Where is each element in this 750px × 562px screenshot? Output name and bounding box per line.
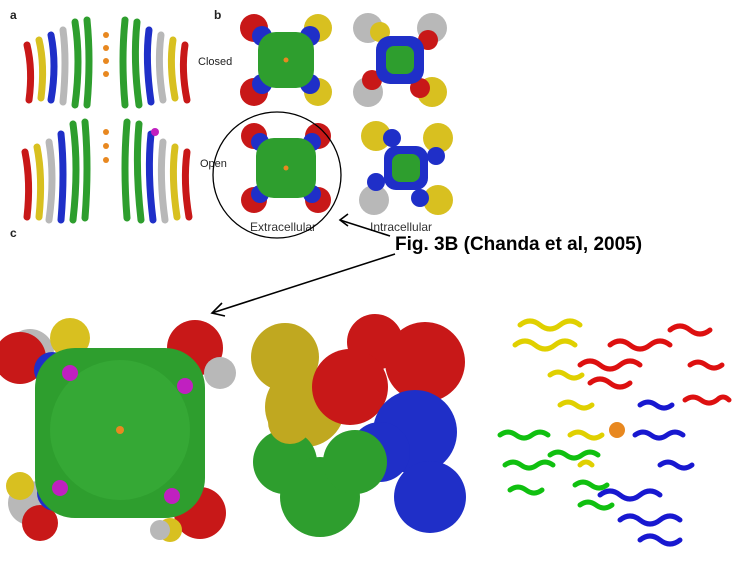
row-label-closed: Closed xyxy=(198,56,233,68)
panel-letter-b: b xyxy=(214,8,222,22)
top-view-extracellular-open xyxy=(241,123,331,213)
bottom-ribbon-cartoon xyxy=(497,318,732,547)
column-label-intracellular: Intracellular xyxy=(370,220,433,234)
bottom-surface-subunit-colored xyxy=(251,314,466,537)
side-view-closed-illustration xyxy=(23,16,191,109)
top-view-extracellular-closed xyxy=(240,14,332,106)
panel-letter-a: a xyxy=(10,8,17,22)
side-view-open-illustration xyxy=(21,118,193,224)
top-view-intracellular-closed xyxy=(353,13,447,107)
arrow-to-model xyxy=(211,253,396,314)
citation-label: Fig. 3B (Chanda et al, 2005) xyxy=(395,234,643,255)
arrowhead-model xyxy=(210,302,226,317)
panel-letter-c: c xyxy=(10,226,17,240)
arrow-to-ellipse xyxy=(339,219,391,237)
bottom-surface-domain-colored xyxy=(0,318,236,542)
highlight-ellipse xyxy=(212,111,342,239)
top-view-intracellular-open xyxy=(359,121,453,215)
arrowhead-ellipse xyxy=(338,213,349,227)
column-label-extracellular: Extracellular xyxy=(250,220,317,234)
